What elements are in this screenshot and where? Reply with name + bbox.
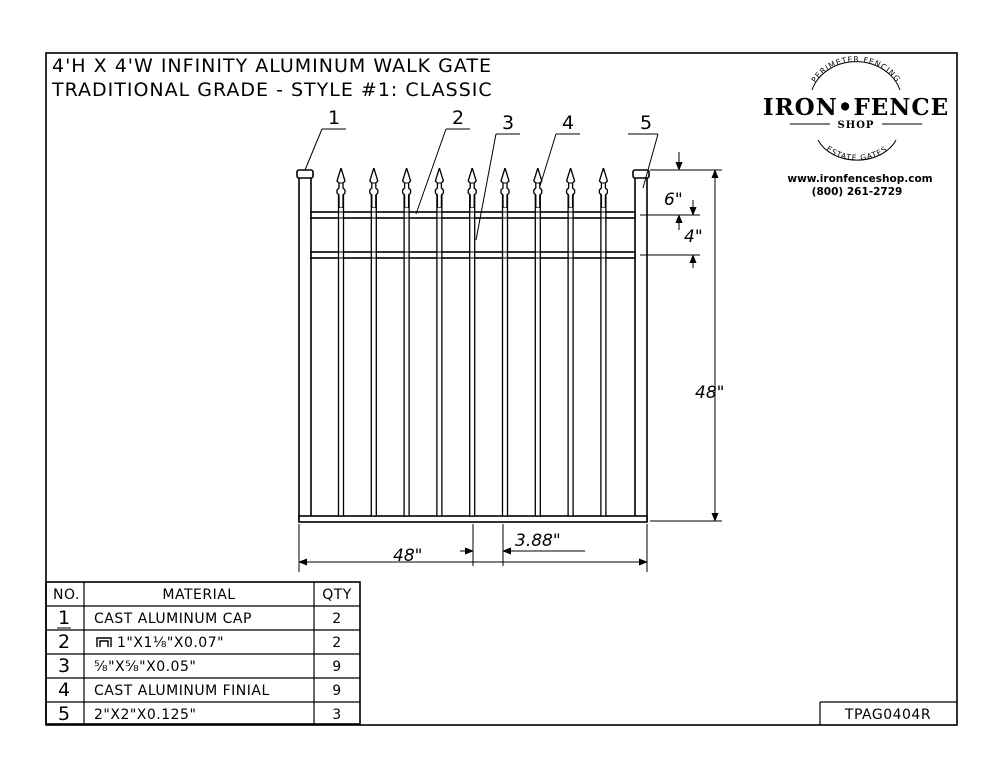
- parts-table-header-material: MATERIAL: [162, 587, 235, 603]
- picket-7: [534, 193, 541, 517]
- parts-table-border: [45, 581, 361, 725]
- left-cast-aluminum-cap: [296, 169, 314, 179]
- top-rail-overlay: [310, 211, 636, 219]
- callout-3: 3: [502, 112, 514, 134]
- top-space-dimension: 6": [640, 152, 700, 230]
- pickets: [336, 168, 609, 517]
- callout-2: 2: [452, 107, 464, 129]
- rail-space-dimension-label: 4": [684, 227, 703, 247]
- middle-rail-overlay: [310, 251, 636, 259]
- drawing-number: TPAG0404R: [844, 707, 931, 723]
- rail-space-dimension: 4": [640, 200, 703, 268]
- picket-4: [436, 193, 443, 517]
- callout-3-leader: [475, 133, 497, 241]
- right-upright: [634, 175, 648, 522]
- width-dimension-label: 48": [393, 546, 422, 566]
- callout-1-leader: [304, 128, 323, 171]
- logo-arc-bottom-text: ESTATE GATES: [825, 144, 888, 162]
- left-upright: [298, 175, 312, 522]
- logo-main-text: IRON•FENCE: [763, 94, 949, 121]
- parts-table: NO. MATERIAL QTY 1 CAST ALUMINUM CAP 2 2…: [45, 581, 361, 725]
- u-channel-icon: [96, 637, 112, 647]
- svg-text:PERIMETER FENCING: PERIMETER FENCING: [810, 55, 903, 84]
- right-cast-aluminum-cap: [632, 169, 650, 179]
- parts-row-2-qty: 2: [332, 635, 341, 651]
- sheet-border: [45, 52, 958, 726]
- picket-6: [501, 193, 509, 517]
- parts-table-header-no: NO.: [53, 587, 80, 603]
- parts-row-1-qty: 2: [332, 611, 341, 627]
- callout-5: 5: [640, 112, 652, 134]
- parts-row-1-material: CAST ALUMINUM CAP: [94, 611, 252, 627]
- parts-row-5-material: 2"X2"X0.125": [94, 707, 196, 723]
- parts-row-2-no: 2: [58, 631, 70, 653]
- drawing-title-line2: TRADITIONAL GRADE - STYLE #1: CLASSIC: [51, 79, 493, 101]
- logo-arc-top-text: PERIMETER FENCING: [810, 55, 902, 84]
- picket-spacing-dimension-label: 3.88": [515, 531, 561, 551]
- picket-5: [469, 193, 476, 517]
- logo-phone: (800) 261-2729: [812, 186, 903, 198]
- parts-row-4-qty: 9: [332, 683, 341, 699]
- callout-2-leader: [415, 128, 447, 215]
- logo-website: www.ironfenceshop.com: [787, 173, 932, 185]
- parts-row-3-qty: 9: [332, 659, 341, 675]
- picket-2: [370, 193, 377, 517]
- picket-9: [600, 193, 607, 517]
- parts-row-3-no: 3: [58, 655, 70, 677]
- height-dimension: 48": [650, 169, 724, 522]
- callout-4: 4: [562, 112, 574, 134]
- company-logo: PERIMETER FENCING IRON•FENCE SHOP ESTATE…: [763, 55, 949, 198]
- height-dimension-label: 48": [695, 383, 724, 403]
- bottom-rail: [298, 515, 648, 523]
- parts-table-header-qty: QTY: [322, 587, 352, 603]
- parts-row-3-material: ⅝"X⅝"X0.05": [94, 659, 196, 675]
- parts-row-2-material: 1"X1⅛"X0.07": [117, 635, 224, 651]
- drawing-number-box: TPAG0404R: [819, 701, 957, 725]
- parts-row-4-no: 4: [58, 679, 70, 701]
- parts-row-4-material: CAST ALUMINUM FINIAL: [94, 683, 270, 699]
- picket-3: [403, 193, 410, 517]
- svg-text:ESTATE GATES: ESTATE GATES: [825, 144, 889, 162]
- logo-sub-text: SHOP: [838, 120, 875, 131]
- callout-5-leader: [642, 133, 659, 189]
- parts-row-1-no: 1: [58, 607, 70, 629]
- picket-1: [337, 193, 345, 517]
- callouts: 1 2 3 4 5: [304, 107, 659, 241]
- top-space-dimension-label: 6": [664, 190, 683, 210]
- picket-8: [567, 193, 574, 517]
- parts-row-5-no: 5: [58, 703, 70, 725]
- callout-1: 1: [328, 107, 340, 129]
- drawing-title-line1: 4'H X 4'W INFINITY ALUMINUM WALK GATE: [52, 55, 492, 77]
- parts-row-5-qty: 3: [332, 707, 341, 723]
- picket-spacing-dimension: 3.88": [460, 524, 585, 566]
- callout-4-leader: [539, 133, 557, 187]
